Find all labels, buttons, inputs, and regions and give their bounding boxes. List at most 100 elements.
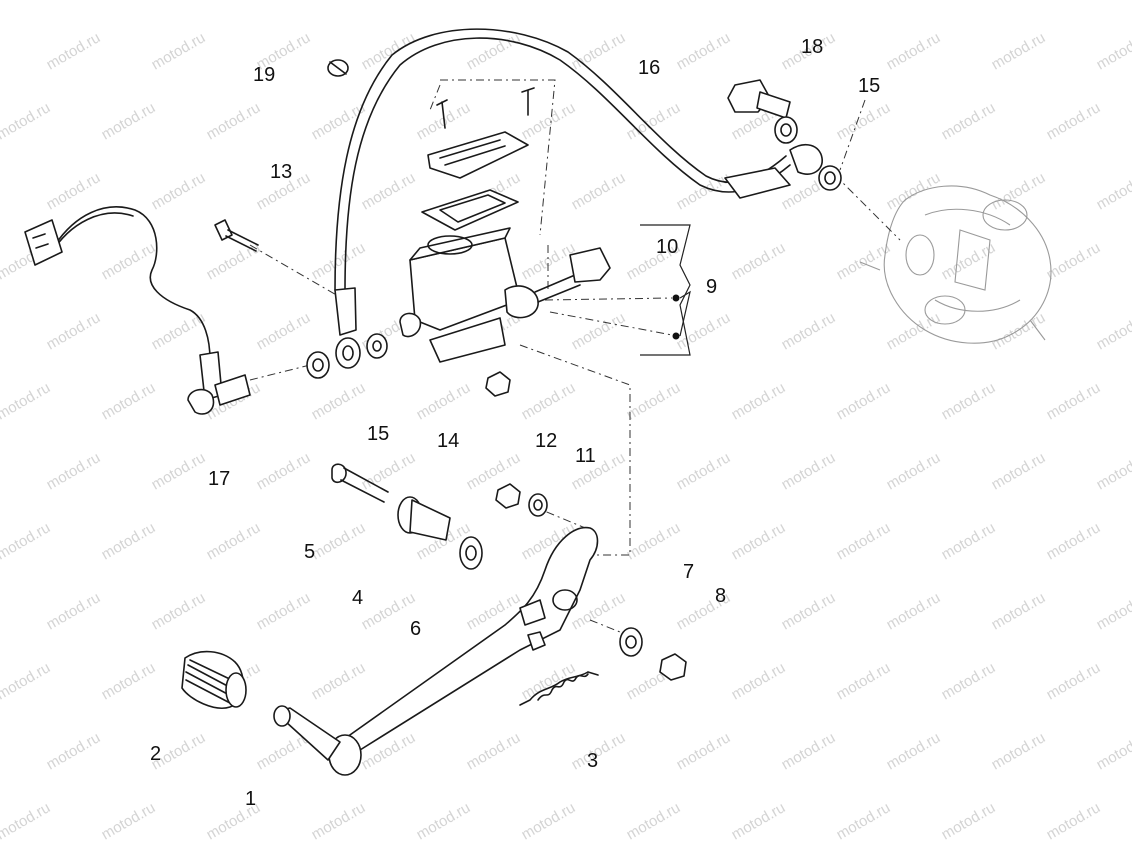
watermark-text: motod.ru [1044,519,1104,563]
hose-banjo-fitting [334,287,361,369]
washer-left-a [306,351,330,379]
watermark-text: motod.ru [309,799,369,843]
watermark-text: motod.ru [359,449,419,493]
watermark-text: motod.ru [519,659,579,703]
watermark-text: motod.ru [674,29,734,73]
callout-7: 7 [683,561,694,583]
washer-right-b [818,165,842,191]
watermark-text: motod.ru [204,239,264,283]
callout-4: 4 [352,587,363,609]
watermark-text: motod.ru [939,659,999,703]
watermark-text: motod.ru [309,379,369,423]
watermark-text: motod.ru [44,589,104,633]
watermark-text: motod.ru [0,99,53,143]
watermark-text: motod.ru [624,0,684,3]
watermark-text: motod.ru [939,99,999,143]
watermark-text: motod.ru [729,0,789,3]
watermark-text: motod.ru [99,379,159,423]
watermark-text: motod.ru [309,659,369,703]
callout-6: 6 [410,618,421,640]
callout-15-left: 15 [367,423,389,445]
watermark-text: motod.ru [204,519,264,563]
watermark-text: motod.ru [779,449,839,493]
clevis-washer [528,493,548,517]
watermark-text: motod.ru [44,309,104,353]
cap-screws [436,87,535,129]
watermark-text: motod.ru [989,309,1049,353]
watermark-text: motod.ru [884,29,944,73]
watermark-text: motod.ru [149,309,209,353]
callout-2: 2 [150,743,161,765]
mounting-nut [485,371,511,397]
watermark-text: motod.ru [44,449,104,493]
watermark-text: motod.ru [44,29,104,73]
watermark-text: motod.ru [149,449,209,493]
watermark-text: motod.ru [1094,29,1132,73]
callout-labels: 1 2 3 4 5 6 7 8 9 10 11 12 13 14 15 15 1… [150,36,880,810]
hose-clip [327,59,349,77]
watermark-text: motod.ru [779,589,839,633]
watermark-text: motod.ru [359,169,419,213]
watermark-text: motod.ru [309,239,369,283]
watermark-text: motod.ru [99,659,159,703]
watermark-text: motod.ru [624,519,684,563]
watermark-text: motod.ru [939,799,999,843]
watermark-text: motod.ru [0,379,53,423]
pedal-nut [659,653,687,681]
watermark-text: motod.ru [464,729,524,773]
callout-3: 3 [587,750,598,772]
watermark-text: motod.ru [464,29,524,73]
watermark-text: motod.ru [569,169,629,213]
watermark-text: motod.ru [414,379,474,423]
watermark-text: motod.ru [624,799,684,843]
watermark-text: motod.ru [254,449,314,493]
watermark-text: motod.ru [779,729,839,773]
callout-9: 9 [706,276,717,298]
watermark-text: motod.ru [989,729,1049,773]
pedal-washer [619,627,643,657]
watermark-text: motod.ru [0,799,53,843]
clevis-nut [495,483,521,509]
watermark-text: motod.ru [989,29,1049,73]
watermark-text: motod.ru [149,29,209,73]
watermark-text: motod.ru [99,799,159,843]
watermark-text: motod.ru [309,0,369,3]
watermark-text: motod.ru [0,519,53,563]
watermark-text: motod.ru [569,309,629,353]
watermark-text: motod.ru [989,449,1049,493]
watermark-text: motod.ru [1044,239,1104,283]
watermark-text: motod.ru [1094,449,1132,493]
watermark-text: motod.ru [834,799,894,843]
watermark-text: motod.ru [939,379,999,423]
washer-left-b [366,333,388,359]
banjo-bolt-left [214,219,259,252]
watermark-text: motod.ru [729,239,789,283]
watermark-text: motod.ru [204,0,264,3]
callout-19: 19 [253,64,275,86]
brake-pedal [273,526,599,776]
watermark-text: motod.ru [729,519,789,563]
watermark-text: motod.ru [729,659,789,703]
reservoir-cap [427,131,529,179]
callout-15-right: 15 [858,75,880,97]
watermark-text: motod.ru [674,729,734,773]
watermark-text: motod.ru [729,799,789,843]
callout-5: 5 [304,541,315,563]
watermark-text: motod.ru [834,659,894,703]
watermark-text: motod.ru [1094,729,1132,773]
watermark-text: motod.ru [884,169,944,213]
watermark-text: motod.ru [99,99,159,143]
watermark-text: motod.ru [569,29,629,73]
watermark-text: motod.ru [884,729,944,773]
watermark-text: motod.ru [1044,659,1104,703]
push-rod [534,247,611,303]
callout-18: 18 [801,36,823,58]
brake-caliper-ghost [859,185,1052,344]
watermark-text: motod.ru [939,519,999,563]
watermark-text: motod.ru [1044,99,1104,143]
watermark-text: motod.ru [1094,309,1132,353]
brake-hose [334,28,823,291]
watermark-text: motod.ru [414,0,474,3]
